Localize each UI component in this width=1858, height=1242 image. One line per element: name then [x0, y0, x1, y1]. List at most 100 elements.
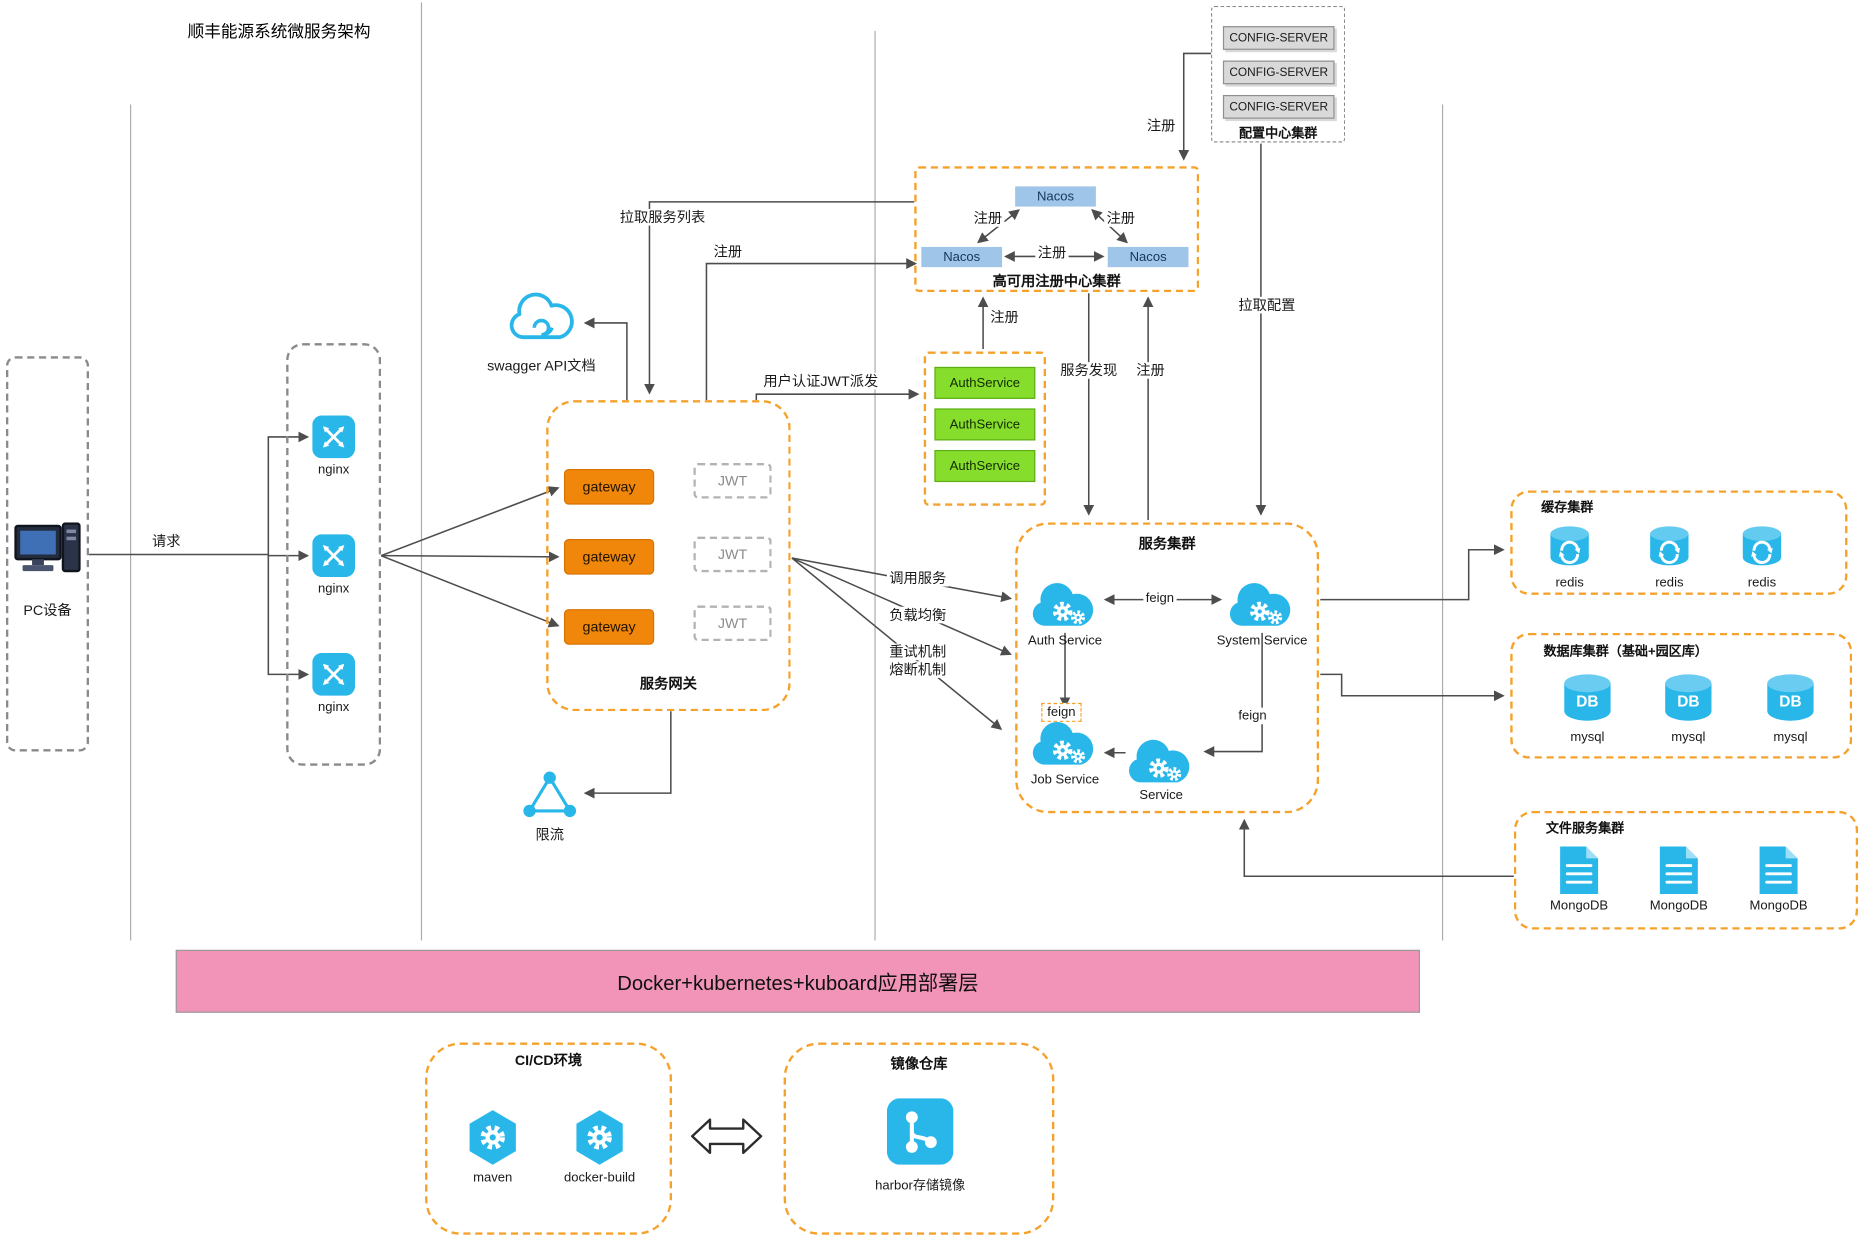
- redis-label: redis: [1555, 575, 1584, 591]
- nacos-cluster-title: 高可用注册中心集群: [992, 273, 1121, 290]
- auth-service-label: Auth Service: [1027, 634, 1103, 649]
- nacos-node[interactable]: Nacos: [1107, 246, 1189, 268]
- auth-service-node[interactable]: AuthService: [934, 366, 1036, 399]
- jwt-node[interactable]: JWT: [693, 536, 772, 573]
- nacos-register-label: 注册: [1104, 210, 1138, 227]
- service-label: Service: [1139, 788, 1183, 803]
- docker-build-label: docker-build: [564, 1170, 636, 1185]
- pc-computer-icon[interactable]: [14, 522, 81, 581]
- system-service-label: System Service: [1216, 634, 1308, 649]
- swagger-cloud-icon[interactable]: [503, 289, 579, 346]
- redis-icon[interactable]: [1643, 524, 1695, 569]
- config-register-edge-label: 注册: [1144, 117, 1178, 135]
- gateway-node[interactable]: gateway: [563, 539, 655, 575]
- page-title: 顺丰能源系统微服务架构: [187, 21, 371, 41]
- pc-label: PC设备: [23, 601, 72, 619]
- service-cluster-title: 服务集群: [1138, 535, 1196, 553]
- redis-icon[interactable]: [1736, 524, 1788, 569]
- feign-edge-label: feign: [1143, 590, 1177, 607]
- registry-group: [783, 1042, 1055, 1235]
- pull-service-list-edge-label: 拉取服务列表: [617, 208, 708, 226]
- system-service-cloud-icon[interactable]: [1224, 576, 1300, 631]
- mongodb-label: MongoDB: [1749, 898, 1808, 914]
- jwt-node[interactable]: JWT: [693, 463, 772, 499]
- nginx-icon[interactable]: [312, 653, 356, 696]
- mysql-db-icon[interactable]: [1559, 672, 1616, 724]
- mongodb-label: MongoDB: [1550, 898, 1609, 914]
- jwt-node[interactable]: JWT: [693, 605, 772, 642]
- registry-title: 镜像仓库: [890, 1055, 948, 1073]
- auth-register-edge-label: 注册: [987, 308, 1022, 326]
- pc-device-group: [5, 356, 90, 752]
- job-service-cloud-icon[interactable]: [1027, 715, 1103, 770]
- nginx-icon[interactable]: [312, 534, 356, 578]
- nacos-node[interactable]: Nacos: [921, 246, 1003, 268]
- config-server-node[interactable]: CONFIG-SERVER: [1222, 26, 1335, 50]
- db-icon-text: DB: [1677, 692, 1700, 711]
- service-cluster-group: [1015, 522, 1320, 814]
- mysql-label: mysql: [1773, 730, 1808, 745]
- nacos-register-label: 注册: [971, 210, 1005, 227]
- database-cluster-title: 数据库集群（基础+园区库）: [1543, 644, 1708, 659]
- gateway-cluster-title: 服务网关: [639, 675, 697, 693]
- harbor-git-icon[interactable]: [886, 1098, 954, 1165]
- auth-service-node[interactable]: AuthService: [934, 408, 1036, 441]
- nacos-node[interactable]: Nacos: [1015, 186, 1096, 207]
- nginx-label: nginx: [318, 700, 350, 715]
- nginx-label: nginx: [318, 463, 350, 478]
- double-arrow-icon: [690, 1114, 764, 1159]
- swagger-label: swagger API文档: [487, 357, 596, 374]
- redis-icon[interactable]: [1543, 524, 1595, 569]
- nacos-cluster-group: [914, 166, 1200, 293]
- auth-service-group: [923, 351, 1047, 506]
- cache-cluster-group: [1510, 490, 1848, 595]
- auth-service-node[interactable]: AuthService: [934, 449, 1036, 483]
- gateway-node[interactable]: gateway: [563, 609, 655, 645]
- deployment-layer-bar[interactable]: Docker+kubernetes+kuboard应用部署层: [175, 949, 1421, 1013]
- mongodb-file-icon[interactable]: [1557, 845, 1602, 895]
- feign-edge-label: feign: [1041, 702, 1082, 722]
- service-register-edge-label: 注册: [1133, 362, 1168, 379]
- gateway-register-edge-label: 注册: [711, 243, 745, 261]
- nginx-label: nginx: [318, 581, 350, 597]
- cicd-group: [425, 1042, 673, 1235]
- database-cluster-group: [1510, 632, 1853, 759]
- gateway-node[interactable]: gateway: [563, 468, 655, 505]
- rate-limit-label: 限流: [535, 826, 564, 843]
- nginx-cluster-group: [286, 343, 382, 766]
- mysql-db-icon[interactable]: [1762, 672, 1819, 724]
- file-cluster-title: 文件服务集群: [1545, 821, 1625, 836]
- cicd-title: CI/CD环境: [514, 1051, 583, 1069]
- retry-edge-label: 重试机制: [886, 643, 949, 661]
- job-service-label: Job Service: [1030, 772, 1100, 788]
- config-server-node[interactable]: CONFIG-SERVER: [1222, 60, 1335, 85]
- db-icon-text: DB: [1779, 692, 1802, 711]
- config-center-group: [1211, 5, 1346, 143]
- pull-config-edge-label: 拉取配置: [1235, 296, 1298, 314]
- config-server-node[interactable]: CONFIG-SERVER: [1222, 94, 1335, 119]
- auth-service-cloud-icon[interactable]: [1027, 576, 1103, 631]
- call-service-edge-label: 调用服务: [886, 569, 949, 587]
- harbor-label: harbor存储镜像: [875, 1178, 966, 1194]
- rate-limit-icon[interactable]: [522, 769, 577, 819]
- user-auth-jwt-edge-label: 用户认证JWT派发: [761, 372, 881, 390]
- docker-build-icon[interactable]: [573, 1109, 625, 1166]
- redis-label: redis: [1747, 575, 1777, 591]
- service-cloud-icon[interactable]: [1123, 733, 1199, 788]
- feign-edge-label: feign: [1235, 707, 1270, 725]
- mysql-db-icon[interactable]: [1660, 672, 1717, 724]
- file-cluster-group: [1513, 810, 1858, 930]
- redis-label: redis: [1655, 575, 1684, 591]
- mysql-label: mysql: [1671, 730, 1706, 745]
- maven-label: maven: [473, 1170, 513, 1185]
- db-icon-text: DB: [1576, 692, 1599, 711]
- config-center-title: 配置中心集群: [1238, 127, 1318, 142]
- mongodb-label: MongoDB: [1649, 898, 1708, 914]
- mongodb-file-icon[interactable]: [1756, 845, 1801, 895]
- nginx-icon[interactable]: [312, 415, 356, 459]
- mongodb-file-icon[interactable]: [1656, 845, 1701, 895]
- maven-icon[interactable]: [467, 1109, 519, 1166]
- cache-cluster-title: 缓存集群: [1541, 501, 1594, 516]
